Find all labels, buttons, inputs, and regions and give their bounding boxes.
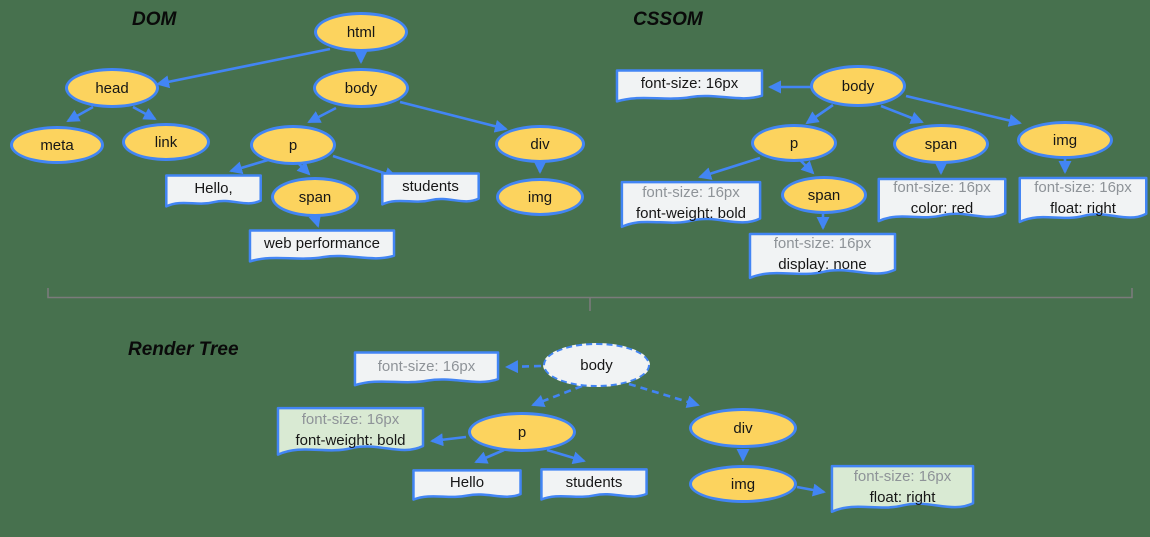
dom-node-meta-label: meta	[40, 136, 74, 154]
dom-textnode-hello: Hello,	[165, 174, 262, 210]
render-node-img-label: img	[730, 475, 756, 493]
cssom-rule-img-line2: float: right	[1050, 200, 1116, 217]
arrow-cssom-body-to-span	[880, 104, 924, 125]
render-node-p-label: p	[517, 423, 527, 441]
render-textnode-hello-label: Hello	[449, 474, 485, 491]
arrow-cssom-body-to-img	[905, 94, 1022, 127]
render-rule-p: font-size: 16px font-weight: bold	[276, 406, 425, 460]
render-rule-body-line1: font-size: 16px	[377, 358, 476, 375]
dom-node-p: p	[250, 125, 336, 165]
render-rule-body: font-size: 16px	[353, 351, 500, 389]
arrow-dom-head-to-meta	[66, 105, 94, 123]
dom-node-meta: meta	[10, 126, 104, 164]
render-textnode-students-label: students	[565, 473, 623, 491]
cssom-section-title: CSSOM	[633, 9, 703, 30]
dom-node-html: html	[314, 12, 408, 52]
render-rule-img-line1: font-size: 16px	[853, 468, 952, 485]
render-node-body: body	[543, 343, 650, 387]
arrow-render-p-to-rule	[430, 433, 467, 447]
render-node-div: div	[689, 408, 797, 448]
dom-textnode-web-performance-label: web performance	[264, 235, 380, 252]
render-textnode-students: students	[540, 468, 648, 503]
arrow-render-body-to-div	[628, 382, 700, 409]
cssom-rule-span-child: font-size: 16px display: none	[748, 232, 897, 283]
cssom-node-span-label: span	[924, 135, 958, 153]
dom-textnode-web-performance: web performance	[248, 229, 396, 265]
arrow-cssom-body-to-p	[805, 103, 834, 125]
cssom-rule-span-child-line2: display: none	[778, 256, 867, 273]
render-node-body-label: body	[580, 356, 613, 374]
dom-node-link: link	[122, 123, 210, 161]
cssom-node-p-label: p	[789, 134, 799, 152]
dom-textnode-hello-label: Hello,	[194, 180, 233, 197]
arrow-cssom-p-to-rule	[698, 156, 761, 180]
arrow-render-body-to-rule	[505, 360, 542, 374]
arrow-dom-p-to-hello	[229, 158, 269, 175]
arrow-dom-head-to-link	[132, 105, 157, 121]
dom-node-link-label: link	[154, 133, 178, 151]
render-rule-p-line1: font-size: 16px	[301, 410, 400, 428]
cssom-rule-span: font-size: 16px color: red	[877, 177, 1007, 226]
cssom-node-img-label: img	[1052, 131, 1078, 149]
dom-node-head: head	[65, 68, 159, 108]
cssom-node-span-child: span	[781, 176, 867, 214]
render-rule-img: font-size: 16px float: right	[830, 464, 975, 517]
arrow-render-p-to-hello	[474, 448, 505, 464]
dom-node-html-label: html	[346, 23, 376, 41]
cssom-node-img: img	[1017, 121, 1113, 159]
cssom-rule-span-child-line1: font-size: 16px	[773, 235, 872, 252]
cssom-rule-p-line2: font-weight: bold	[635, 204, 747, 222]
render-rule-img-line2: float: right	[869, 489, 936, 506]
render-node-div-label: div	[733, 419, 753, 437]
arrow-dom-body-to-div	[399, 100, 508, 133]
render-tree-section-title: Render Tree	[128, 339, 239, 360]
render-node-p: p	[468, 412, 576, 452]
arrow-render-body-to-p	[531, 384, 583, 408]
cssom-rule-body: font-size: 16px	[615, 69, 764, 105]
dom-node-span-label: span	[298, 188, 332, 206]
dom-node-p-label: p	[288, 136, 298, 154]
cssom-rule-img: font-size: 16px float: right	[1018, 176, 1148, 227]
render-rule-p-line2: font-weight: bold	[295, 431, 406, 449]
dom-node-div-label: div	[530, 135, 550, 153]
dom-section-title: DOM	[132, 9, 177, 30]
dom-node-body: body	[313, 68, 409, 108]
arrow-cssom-p-to-span	[799, 159, 815, 175]
cssom-node-span-child-label: span	[807, 186, 841, 204]
cssom-node-span: span	[893, 124, 989, 164]
render-node-img: img	[689, 465, 797, 503]
dom-textnode-students: students	[381, 172, 480, 208]
arrow-render-p-to-students	[546, 448, 586, 465]
dom-node-img-label: img	[527, 188, 553, 206]
cssom-rule-span-line2: color: red	[910, 200, 974, 217]
render-textnode-hello: Hello	[412, 469, 522, 503]
arrow-dom-span-to-webperf	[308, 213, 322, 228]
dom-node-span: span	[271, 177, 359, 217]
cssom-node-p: p	[751, 124, 837, 162]
dom-node-div: div	[495, 125, 585, 163]
dom-node-img: img	[496, 178, 584, 216]
arrow-dom-p-to-span	[296, 161, 311, 176]
arrow-render-img-to-rule	[796, 483, 826, 497]
dom-textnode-students-label: students	[402, 178, 459, 195]
cssom-node-body: body	[810, 65, 906, 107]
cssom-rule-body-line1: font-size: 16px	[640, 75, 739, 92]
cssom-rule-span-line1: font-size: 16px	[893, 179, 991, 196]
dom-node-head-label: head	[95, 79, 129, 97]
cssom-rule-img-line1: font-size: 16px	[1034, 179, 1132, 196]
arrow-dom-html-to-head	[156, 47, 331, 89]
cssom-rule-p: font-size: 16px font-weight: bold	[620, 180, 762, 232]
cssom-node-body-label: body	[841, 77, 875, 95]
cssom-rule-p-line1: font-size: 16px	[642, 183, 740, 201]
dom-node-body-label: body	[344, 79, 378, 97]
divider-bracket	[47, 288, 1133, 311]
arrow-dom-body-to-p	[307, 106, 337, 124]
